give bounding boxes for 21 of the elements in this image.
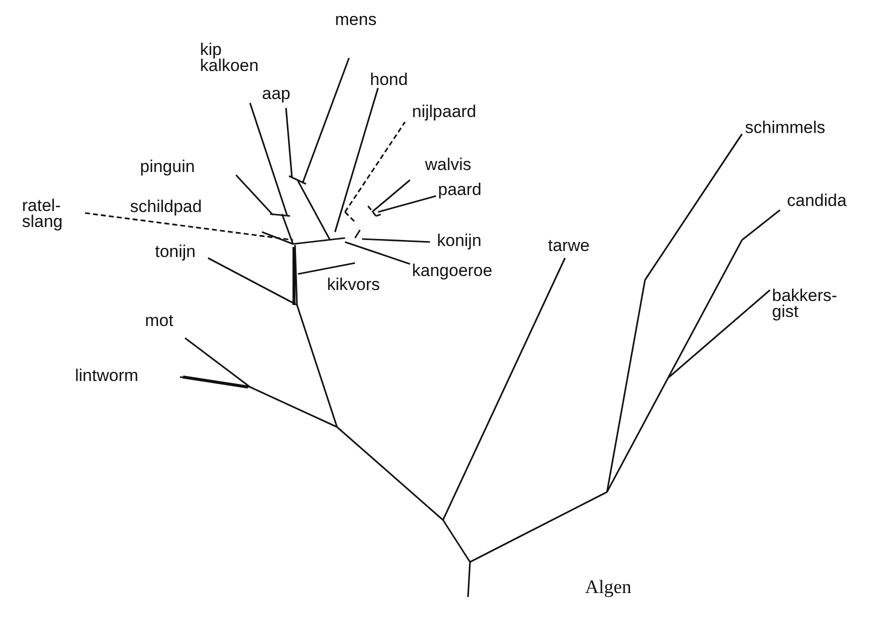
taxon-label: lintworm	[75, 368, 140, 384]
taxon-label: candida	[787, 193, 848, 209]
taxon-label: nijlpaard	[412, 104, 478, 120]
taxon-label: konijn	[437, 233, 482, 249]
taxon-label: Algen	[585, 580, 632, 596]
taxon-label: tarwe	[548, 238, 591, 254]
taxon-label: kikvors	[327, 277, 381, 293]
taxon-label: schimmels	[745, 120, 826, 136]
taxon-label: aap	[262, 86, 292, 102]
taxon-label: schildpad	[130, 199, 203, 215]
taxon-label: tonijn	[155, 244, 197, 260]
taxon-label: walvis	[425, 157, 472, 173]
taxon-label: mens	[335, 12, 378, 28]
taxon-label: kangoeroe	[412, 263, 494, 279]
taxon-label: hond	[370, 72, 409, 88]
taxon-label: bakkers- gist	[772, 288, 838, 320]
taxon-label: kip kalkoen	[200, 42, 260, 74]
taxon-label: ratel- slang	[22, 198, 64, 230]
taxon-label: pinguin	[140, 159, 196, 175]
taxon-label: mot	[145, 313, 174, 329]
taxon-label: paard	[438, 182, 482, 198]
